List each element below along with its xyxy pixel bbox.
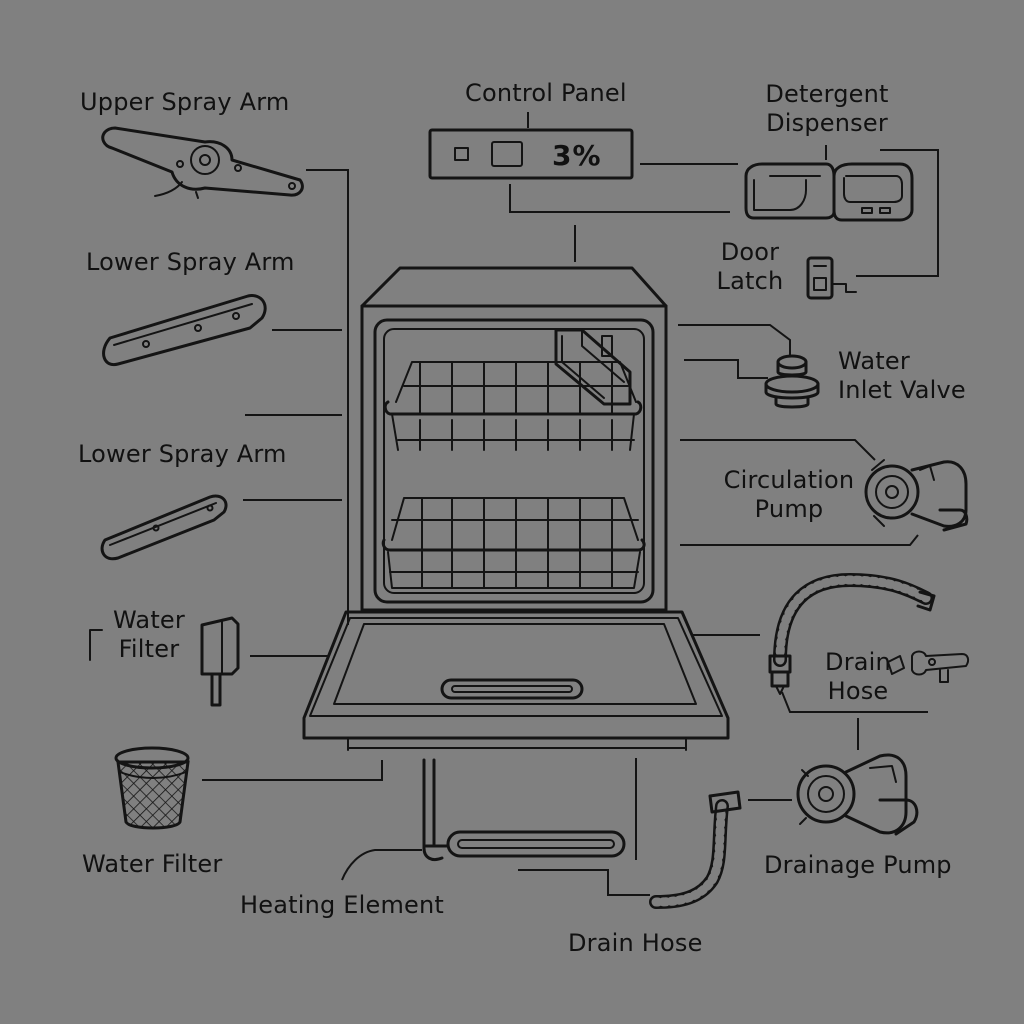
drain-hose-bottom-icon xyxy=(649,790,742,909)
label-drainage-pump: Drainage Pump xyxy=(764,851,952,879)
label-heating-element: Heating Element xyxy=(240,891,445,919)
upper-rack xyxy=(383,328,643,451)
label-drain-hose-right-line1: Drain xyxy=(825,648,891,676)
label-water-filter-1: Water Filter xyxy=(104,606,194,664)
control-panel-icon xyxy=(428,128,634,180)
label-circulation-pump: Circulation Pump xyxy=(722,466,856,524)
dishwasher-unit xyxy=(302,266,730,862)
label-lower-spray-arm-2: Lower Spray Arm xyxy=(78,440,287,468)
label-door-latch: Door Latch xyxy=(710,238,790,296)
label-circulation-pump-line2: Pump xyxy=(754,495,824,523)
circulation-pump-icon xyxy=(864,459,969,532)
lower-spray-arm-1-icon xyxy=(102,294,267,367)
label-water-inlet-valve-line1: Water xyxy=(838,347,910,375)
lower-spray-arm-2-icon xyxy=(100,494,228,561)
label-water-filter-1-line1: Water xyxy=(113,606,185,634)
water-filter-cartridge-icon xyxy=(89,616,240,707)
label-upper-spray-arm: Upper Spray Arm xyxy=(80,88,290,116)
label-detergent-dispenser-line1: Detergent xyxy=(765,80,889,108)
label-drain-hose-right-line2: Hose xyxy=(827,677,889,705)
label-control-panel: Control Panel xyxy=(465,79,627,107)
label-water-inlet-valve: Water Inlet Valve xyxy=(838,347,966,405)
dishwasher-door xyxy=(302,610,730,751)
control-panel-display: 3% xyxy=(552,139,602,172)
label-lower-spray-arm-1: Lower Spray Arm xyxy=(86,248,295,276)
detergent-dispenser-icon xyxy=(744,162,914,222)
water-inlet-valve-icon xyxy=(764,354,820,409)
label-detergent-dispenser-line2: Dispenser xyxy=(766,109,888,137)
upper-spray-arm-icon xyxy=(101,126,304,199)
label-door-latch-line2: Latch xyxy=(716,267,784,295)
label-drain-hose-bottom: Drain Hose xyxy=(568,929,703,957)
heating-element-icon xyxy=(422,758,626,862)
label-drain-hose-right: Drain Hose xyxy=(812,648,904,706)
label-water-filter-2: Water Filter xyxy=(82,850,223,878)
label-water-inlet-valve-line2: Inlet Valve xyxy=(838,376,966,404)
drain-hose-right-icon xyxy=(768,572,970,695)
drainage-pump-icon xyxy=(796,753,919,836)
label-circulation-pump-line1: Circulation xyxy=(723,466,855,494)
water-filter-basket-icon xyxy=(114,746,190,830)
label-door-latch-line1: Door xyxy=(720,238,780,266)
label-detergent-dispenser: Detergent Dispenser xyxy=(756,80,898,138)
label-water-filter-1-line2: Filter xyxy=(118,635,180,663)
lower-rack xyxy=(381,497,646,589)
door-latch-icon xyxy=(806,256,857,300)
leader-lines xyxy=(202,112,939,896)
